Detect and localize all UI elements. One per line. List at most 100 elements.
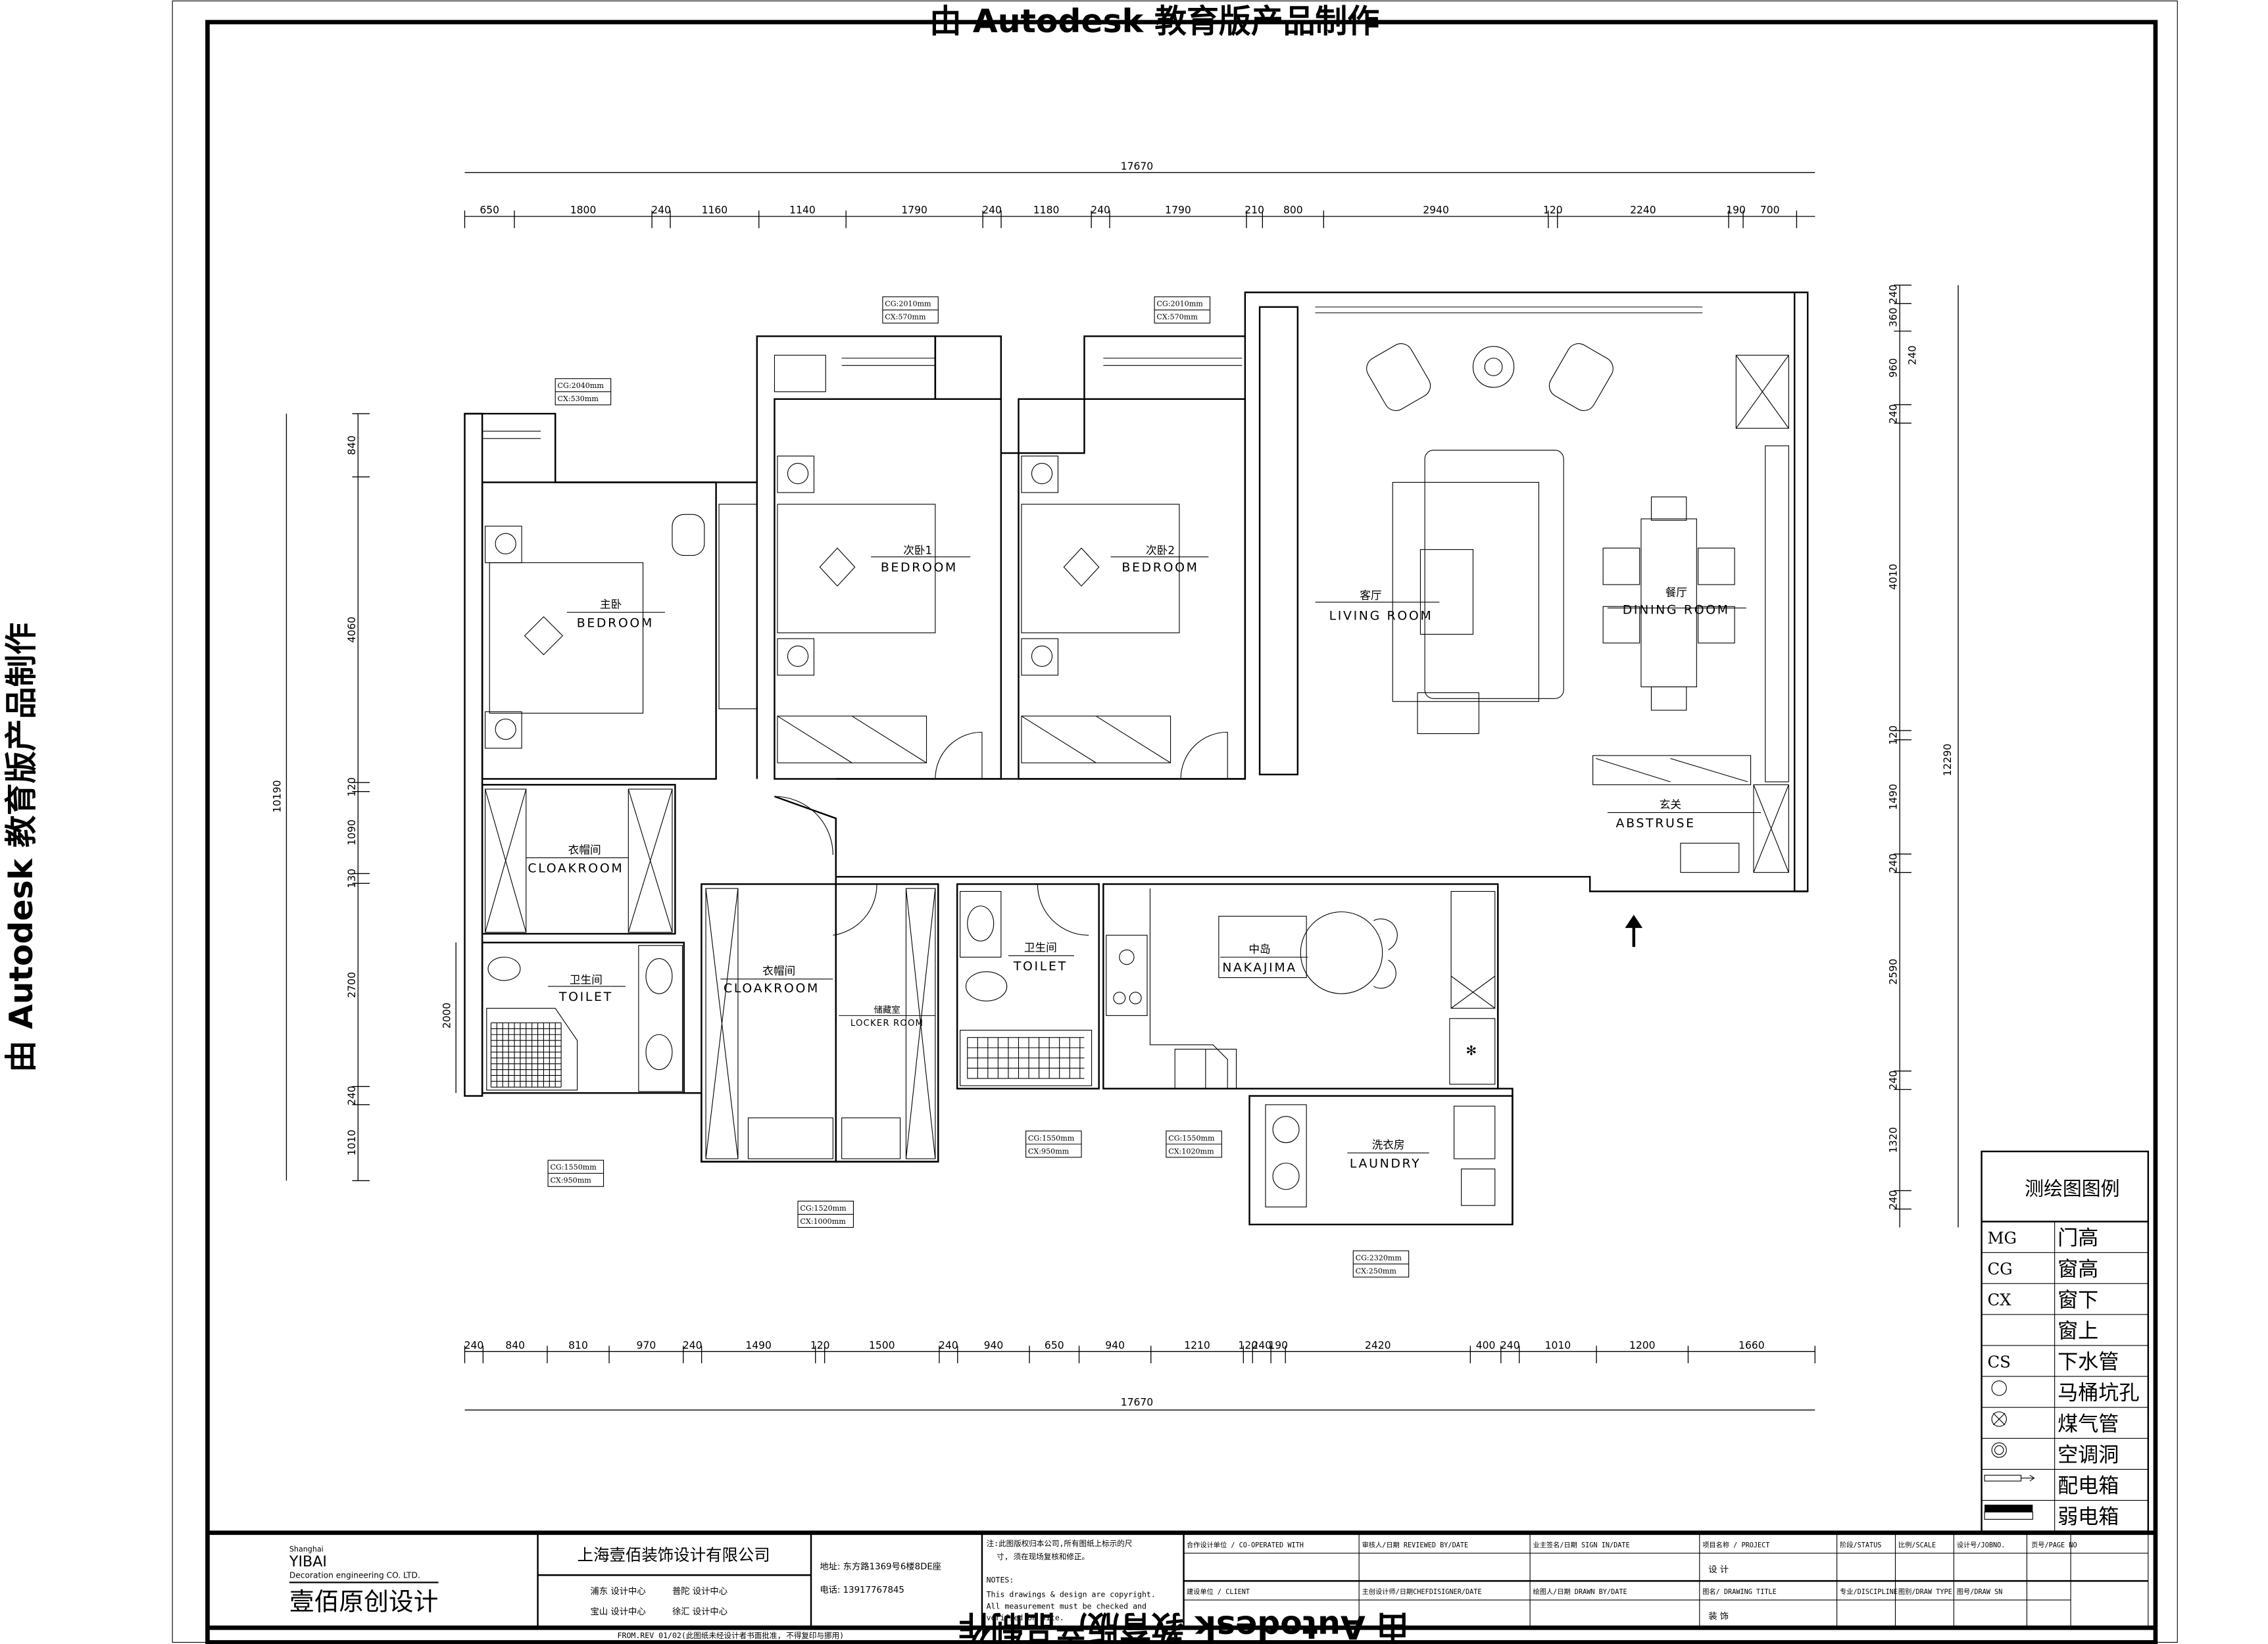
svg-text:CG:2040mm: CG:2040mm bbox=[558, 381, 604, 390]
svg-text:LAUNDRY: LAUNDRY bbox=[1350, 1156, 1421, 1171]
dimension-label: 1800 bbox=[570, 205, 597, 216]
svg-text:下水管: 下水管 bbox=[2058, 1351, 2119, 1374]
dimension-label: 940 bbox=[984, 1340, 1004, 1351]
dimension-label: 1010 bbox=[346, 1130, 358, 1156]
svg-text:马桶坑孔: 马桶坑孔 bbox=[2058, 1382, 2139, 1405]
svg-text:ABSTRUSE: ABSTRUSE bbox=[1616, 816, 1696, 831]
dimension-label: 970 bbox=[637, 1340, 656, 1351]
svg-text:CX:1020mm: CX:1020mm bbox=[1168, 1147, 1214, 1155]
svg-text:客厅: 客厅 bbox=[1360, 589, 1381, 602]
title-block-header: 页号/PAGE NO bbox=[2031, 1541, 2077, 1549]
svg-text:CG:2320mm: CG:2320mm bbox=[1356, 1253, 1402, 1262]
dimension-label: 1140 bbox=[789, 205, 816, 216]
dimension-label: 240 bbox=[1888, 285, 1900, 304]
branch: 宝山 设计中心 bbox=[591, 1607, 646, 1617]
dimension-label: 240 bbox=[1252, 1340, 1271, 1351]
low-voltage-box-icon bbox=[1985, 1505, 2033, 1512]
dimension-label: 360 bbox=[1888, 308, 1900, 327]
title-block-header: 图名/ DRAWING TITLE bbox=[1702, 1587, 1777, 1596]
dimension-label: 1090 bbox=[346, 819, 358, 846]
dimension-label: 240 bbox=[1888, 1190, 1900, 1210]
svg-text:LOCKER ROOM: LOCKER ROOM bbox=[851, 1019, 924, 1028]
svg-text:空调洞: 空调洞 bbox=[2058, 1443, 2119, 1467]
title-block-header: 主创设计师/日期CHEFDISIGNER/DATE bbox=[1362, 1587, 1482, 1596]
dimension-label: 190 bbox=[1726, 205, 1746, 216]
window-tags: CG:2040mmCX:530mmCG:2010mmCX:570mmCG:201… bbox=[547, 296, 1410, 1278]
dimension-label: 120 bbox=[1543, 205, 1563, 216]
discipline-value: 装 饰 bbox=[1708, 1611, 1729, 1622]
svg-text:CG:1550mm: CG:1550mm bbox=[1028, 1134, 1075, 1142]
ac-hole-icon bbox=[1991, 1442, 2007, 1458]
svg-text:衣帽间: 衣帽间 bbox=[762, 965, 795, 977]
footer-revision: FROM.REV 01/02(此图纸未经设计者书面批准, 不得复印与挪用) bbox=[618, 1631, 845, 1640]
svg-text:CLOAKROOM: CLOAKROOM bbox=[528, 861, 624, 876]
dim-right-extra: 240 bbox=[1907, 345, 1919, 365]
fridge-snowflake-icon: ✻ bbox=[1466, 1042, 1477, 1058]
svg-text:窗下: 窗下 bbox=[2058, 1288, 2098, 1312]
watermark-top: 由 Autodesk 教育版产品制作 bbox=[929, 3, 1379, 40]
title-block-header: 审核人/日期 REVIEWED BY/DATE bbox=[1362, 1541, 1469, 1549]
logo-brand: YIBAI bbox=[289, 1553, 327, 1570]
dimension-label: 4010 bbox=[1888, 564, 1900, 590]
svg-text:CX:570mm: CX:570mm bbox=[885, 313, 926, 322]
dimension-label: 700 bbox=[1760, 205, 1780, 216]
branch: 徐汇 设计中心 bbox=[672, 1607, 727, 1617]
dimension-label: 1200 bbox=[1629, 1340, 1656, 1351]
dimension-label: 400 bbox=[1476, 1340, 1496, 1351]
svg-text:卫生间: 卫生间 bbox=[1024, 942, 1057, 954]
title-block-header: 比例/SCALE bbox=[1898, 1541, 1936, 1549]
svg-text:卫生间: 卫生间 bbox=[570, 973, 603, 986]
legend-title: 测绘图图例 bbox=[2025, 1178, 2119, 1200]
svg-text:NAKAJIMA: NAKAJIMA bbox=[1222, 961, 1297, 975]
dimension-label: 1660 bbox=[1738, 1340, 1765, 1351]
note-cn: 注:此图版权归本公司,所有图纸上标示的尺 bbox=[987, 1539, 1133, 1548]
dimension-label: 120 bbox=[1238, 1340, 1258, 1351]
svg-text:TOILET: TOILET bbox=[558, 990, 613, 1004]
dimension-label: 1210 bbox=[1184, 1340, 1210, 1351]
dimension-label: 810 bbox=[568, 1340, 588, 1351]
dim-left-extra: 2000 bbox=[441, 1003, 453, 1029]
svg-text:弱电箱: 弱电箱 bbox=[2058, 1505, 2119, 1529]
dim-bottom-total: 17670 bbox=[1121, 1397, 1153, 1409]
svg-text:次卧1: 次卧1 bbox=[903, 544, 932, 556]
svg-text:BEDROOM: BEDROOM bbox=[881, 560, 958, 575]
dimension-label: 240 bbox=[1091, 205, 1110, 216]
svg-text:TOILET: TOILET bbox=[1013, 959, 1068, 973]
legend-row: MG 门高 bbox=[1987, 1226, 2098, 1250]
logo-subtitle: Decoration engineering CO. LTD. bbox=[289, 1571, 420, 1580]
svg-text:MG: MG bbox=[1987, 1228, 2017, 1247]
dim-left-total: 10190 bbox=[272, 780, 284, 812]
dimension-label: 1320 bbox=[1888, 1127, 1900, 1153]
dimension-label: 240 bbox=[346, 1086, 358, 1105]
dimension-label: 1790 bbox=[1165, 205, 1191, 216]
dimension-label: 120 bbox=[346, 777, 358, 797]
note-cn: 寸, 须在现场复核和修正。 bbox=[997, 1552, 1089, 1561]
dimension-label: 1490 bbox=[745, 1340, 772, 1351]
legend-row: 空调洞 bbox=[1981, 1438, 2148, 1467]
dimension-label: 940 bbox=[1105, 1340, 1125, 1351]
dimension-label: 2420 bbox=[1365, 1340, 1391, 1351]
dimension-label: 1160 bbox=[702, 205, 728, 216]
title-block: Shanghai YIBAI Decoration engineering CO… bbox=[207, 1530, 2156, 1640]
svg-text:CG: CG bbox=[1987, 1259, 2012, 1278]
entrance-arrow-icon bbox=[1625, 915, 1643, 947]
svg-text:餐厅: 餐厅 bbox=[1665, 587, 1687, 599]
notes-line: This drawings & design are copyright. bbox=[987, 1590, 1156, 1599]
logo-cn: 壹佰原创设计 bbox=[289, 1587, 439, 1616]
svg-text:门高: 门高 bbox=[2058, 1226, 2098, 1250]
title-block-header: 业主签名/日期 SIGN IN/DATE bbox=[1533, 1541, 1630, 1549]
svg-text:衣帽间: 衣帽间 bbox=[568, 844, 601, 856]
dimension-label: 240 bbox=[982, 205, 1002, 216]
svg-text:CG:2010mm: CG:2010mm bbox=[1156, 300, 1203, 308]
